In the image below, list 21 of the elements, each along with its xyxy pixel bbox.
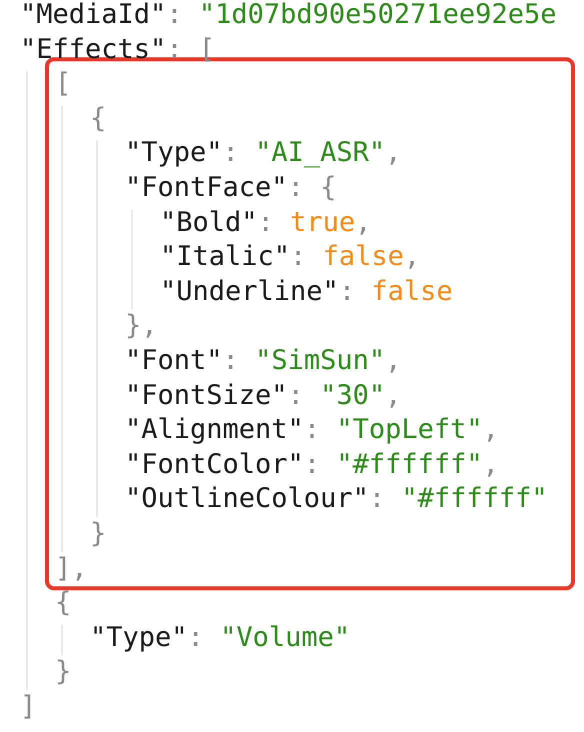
- code-line: ]: [20, 690, 36, 724]
- code-line: {: [90, 102, 106, 136]
- code-line: "Font": "SimSun",: [125, 344, 402, 378]
- code-line: }: [90, 517, 106, 551]
- code-line: "OutlineColour": "#ffffff": [125, 482, 548, 516]
- code-line: "FontSize": "30",: [125, 378, 402, 413]
- code-line: "Type": "Volume": [90, 620, 350, 655]
- code-line: "FontColor": "#ffffff",: [125, 448, 499, 482]
- code-line: ],: [55, 552, 88, 586]
- code-line: "Type": "AI_ASR",: [125, 136, 402, 170]
- code-line: "Effects": [: [20, 32, 216, 67]
- code-line: "MediaId": "1d07bd90e50271ee92e5e: [20, 0, 556, 32]
- code-line: [: [55, 67, 72, 102]
- code-line: "FontFace": {: [125, 171, 336, 205]
- code-line: },: [125, 309, 158, 344]
- code-line: "Underline": false: [160, 274, 453, 309]
- code-line: {: [55, 586, 72, 620]
- code-line: "Alignment": "TopLeft",: [125, 413, 499, 448]
- code-line: }: [55, 655, 72, 690]
- code-line: "Italic": false,: [160, 240, 420, 274]
- code-line: "Bold": true,: [160, 206, 372, 240]
